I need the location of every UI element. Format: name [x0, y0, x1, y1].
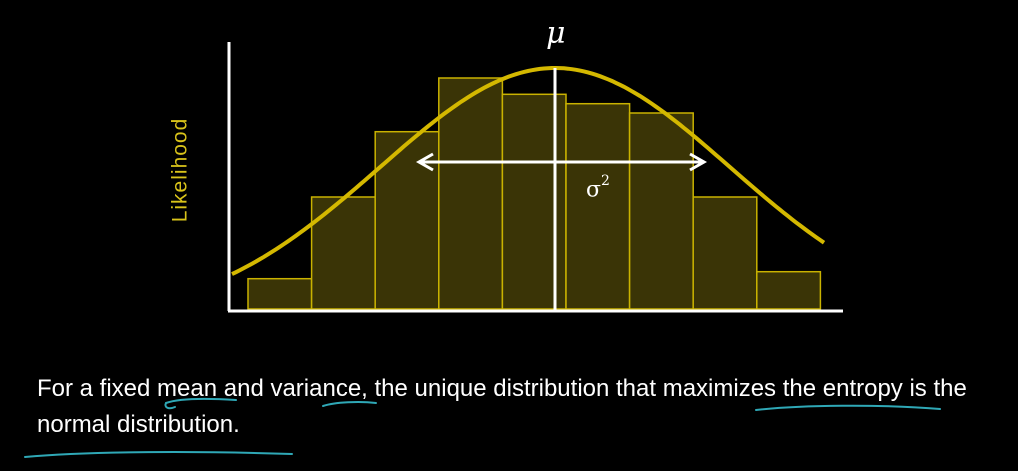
variance-arrow	[415, 152, 708, 172]
histogram-bar	[374, 130, 440, 310]
variance-symbol: σ	[586, 177, 602, 203]
variance-label: σ2	[586, 173, 610, 203]
histogram-bar	[438, 77, 504, 310]
normal-curve	[231, 66, 826, 276]
histogram-bar	[310, 196, 376, 310]
handwritten-underlines	[24, 397, 941, 458]
histogram-bars	[247, 77, 822, 310]
histogram-bar	[692, 196, 758, 310]
variance-exponent: 2	[601, 173, 610, 189]
histogram-bar	[247, 277, 313, 310]
y-axis-label: Likelihood	[168, 117, 192, 223]
histogram-bar	[565, 102, 631, 310]
mean-symbol: μ	[546, 16, 566, 51]
caption-text: For a fixed mean and variance, the uniqu…	[37, 375, 967, 438]
histogram-bar	[756, 270, 822, 310]
histogram-bar	[628, 112, 694, 310]
